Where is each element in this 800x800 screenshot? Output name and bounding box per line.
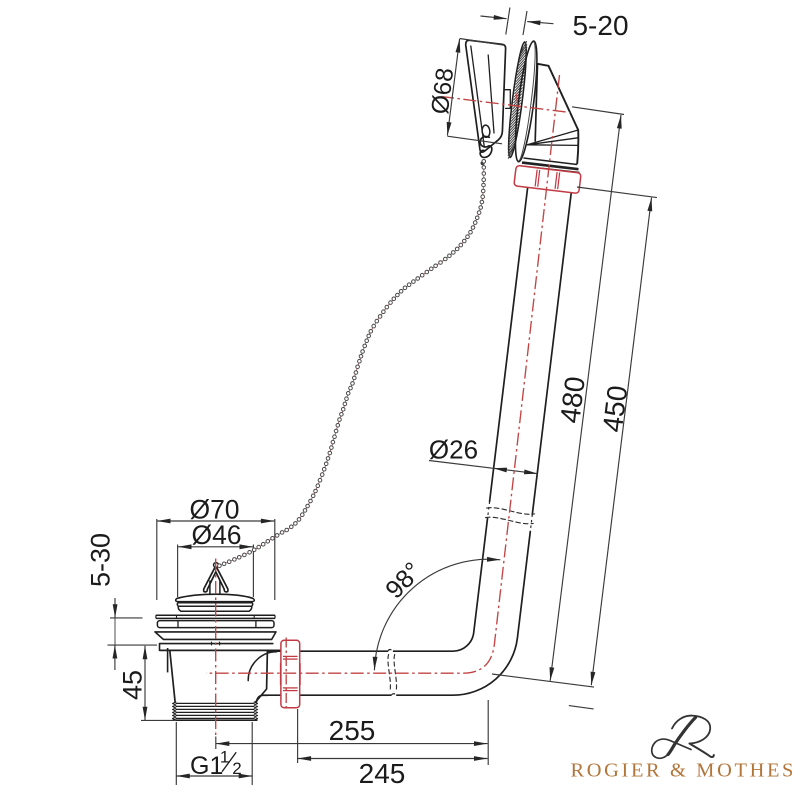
svg-text:245: 245 [359, 758, 406, 789]
svg-text:Ø68: Ø68 [427, 66, 459, 115]
svg-text:ROGIER & MOTHES: ROGIER & MOTHES [571, 760, 797, 782]
svg-text:G1: G1 [190, 752, 223, 780]
svg-text:5-20: 5-20 [572, 10, 628, 41]
svg-text:255: 255 [329, 715, 376, 746]
svg-text:480: 480 [554, 375, 590, 425]
svg-text:450: 450 [597, 384, 633, 434]
svg-text:5-30: 5-30 [86, 533, 116, 587]
svg-text:Ø70: Ø70 [189, 495, 239, 525]
svg-text:Ø46: Ø46 [191, 520, 241, 550]
svg-text:45: 45 [118, 670, 148, 700]
svg-text:Ø26: Ø26 [429, 435, 478, 465]
svg-text:1: 1 [220, 748, 229, 767]
svg-text:2: 2 [232, 759, 241, 778]
